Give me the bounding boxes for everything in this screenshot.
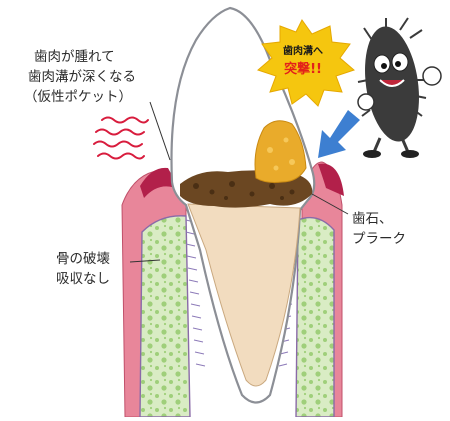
- attack-label-line1: 歯肉溝へ: [270, 42, 336, 57]
- label-gum-swelling-line3: （仮性ポケット）: [24, 88, 132, 107]
- leader-gum: [150, 102, 170, 160]
- bone-left: [140, 216, 190, 417]
- heat-wave-icon: [94, 118, 148, 159]
- label-tartar-line1: 歯石、: [352, 210, 393, 229]
- label-bone-line1: 骨の破壊: [56, 250, 110, 269]
- label-tartar-line2: プラーク: [352, 230, 406, 249]
- attack-label-line2: 突撃!!: [270, 58, 336, 77]
- germ-character-icon: [358, 18, 441, 158]
- label-gum-swelling-line2: 歯肉溝が深くなる: [28, 68, 136, 87]
- tooth-dentin: [188, 204, 300, 386]
- down-left-arrow-icon: [318, 110, 360, 158]
- label-bone-line2: 吸収なし: [56, 270, 110, 289]
- bone-right: [296, 218, 334, 417]
- label-gum-swelling-line1: 歯肉が腫れて: [34, 48, 115, 67]
